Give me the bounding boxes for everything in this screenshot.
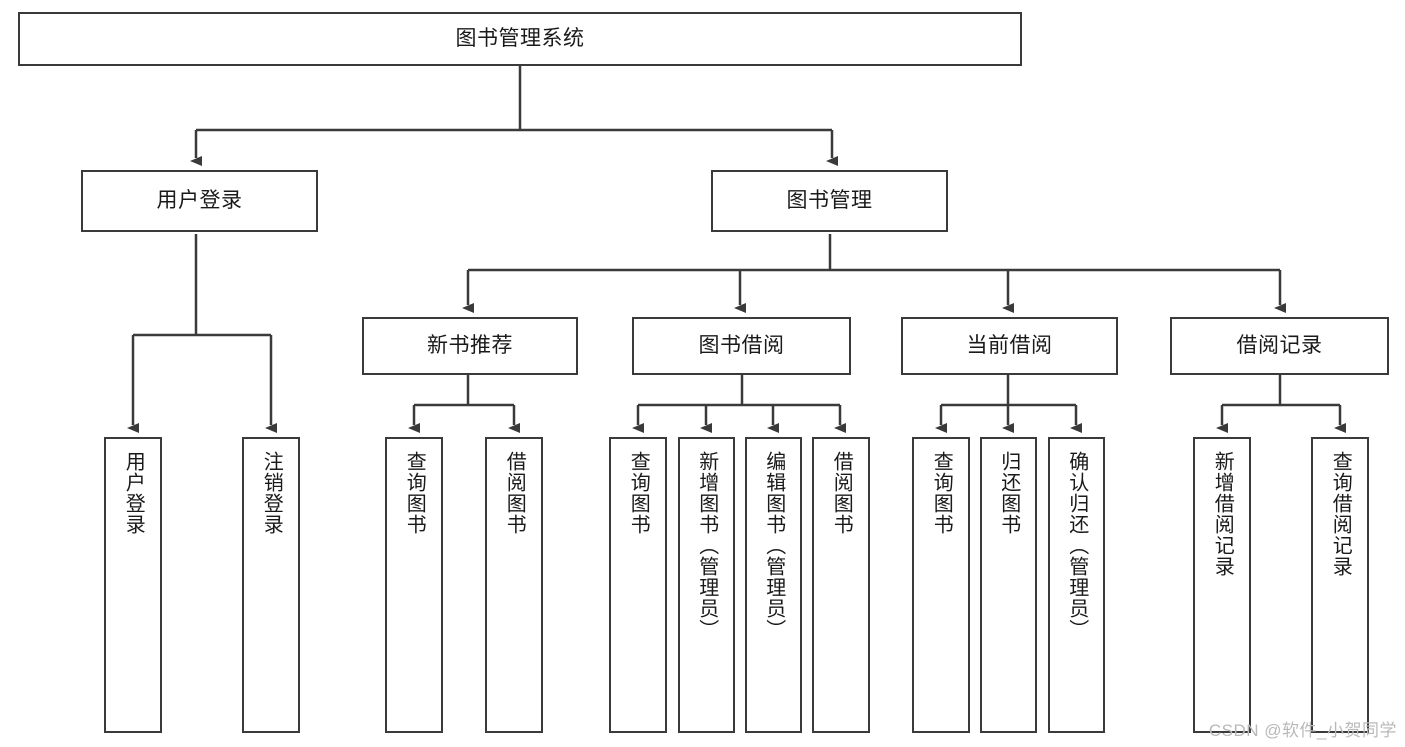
node-current-borrow[interactable]: 当前借阅 [901,317,1118,375]
leaf-user-login-login[interactable]: 用户登录 [104,437,162,733]
leaf-label: 新增图书（管理员） [695,451,718,640]
leaf-user-login-logout[interactable]: 注销登录 [242,437,300,733]
leaf-book-borrow-borrow[interactable]: 借阅图书 [812,437,870,733]
leaf-label: 查询图书 [403,451,426,535]
leaf-borrow-record-add[interactable]: 新增借阅记录 [1193,437,1251,733]
leaf-label: 注销登录 [260,451,283,535]
node-current-borrow-label: 当前借阅 [966,333,1053,357]
leaf-label: 编辑图书（管理员） [762,451,785,640]
leaf-current-borrow-confirm[interactable]: 确认归还（管理员） [1048,437,1105,733]
leaf-borrow-record-query[interactable]: 查询借阅记录 [1311,437,1369,733]
node-new-book-recommend[interactable]: 新书推荐 [362,317,578,375]
leaf-book-borrow-edit[interactable]: 编辑图书（管理员） [745,437,802,733]
node-borrow-record[interactable]: 借阅记录 [1170,317,1389,375]
leaf-label: 借阅图书 [503,451,526,535]
leaf-new-book-borrow[interactable]: 借阅图书 [485,437,543,733]
leaf-new-book-query[interactable]: 查询图书 [385,437,443,733]
node-user-login[interactable]: 用户登录 [81,170,318,232]
node-book-management[interactable]: 图书管理 [711,170,948,232]
node-book-borrow-label: 图书借阅 [698,333,785,357]
leaf-label: 借阅图书 [830,451,853,535]
node-borrow-record-label: 借阅记录 [1236,333,1323,357]
node-book-borrow[interactable]: 图书借阅 [632,317,851,375]
leaf-book-borrow-query[interactable]: 查询图书 [609,437,667,733]
node-root[interactable]: 图书管理系统 [18,12,1022,66]
node-book-management-label: 图书管理 [786,188,873,212]
node-new-book-recommend-label: 新书推荐 [427,333,513,357]
leaf-current-borrow-query[interactable]: 查询图书 [912,437,970,733]
leaf-label: 确认归还（管理员） [1065,451,1088,640]
leaf-label: 新增借阅记录 [1211,451,1234,577]
node-user-login-label: 用户登录 [156,188,243,212]
node-root-label: 图书管理系统 [455,26,585,50]
leaf-label: 查询借阅记录 [1329,451,1352,577]
csdn-watermark: CSDN @软件_小贺同学 [1208,721,1397,740]
leaf-label: 查询图书 [930,451,953,535]
leaf-book-borrow-add[interactable]: 新增图书（管理员） [678,437,735,733]
leaf-label: 归还图书 [997,451,1020,535]
leaf-label: 用户登录 [122,451,145,535]
leaf-label: 查询图书 [627,451,650,535]
leaf-current-borrow-return[interactable]: 归还图书 [980,437,1037,733]
